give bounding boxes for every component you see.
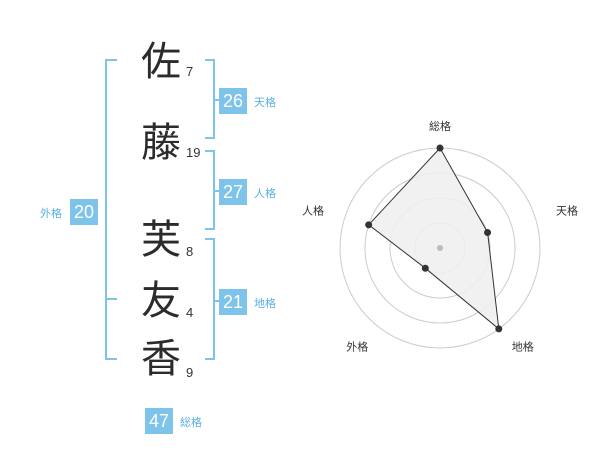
radar-point-1 (436, 144, 444, 152)
stroke-count-2: 19 (186, 145, 201, 160)
gaikaku-bracket-vertical (105, 59, 107, 360)
stroke-count-3: 8 (186, 244, 194, 259)
radar-axis-label-1: 総格 (429, 119, 451, 133)
tenkaku-bracket-bottom (205, 137, 215, 139)
stroke-count-5: 9 (186, 365, 194, 380)
stroke-count-1: 7 (186, 64, 194, 79)
radar-axis-label-3: 地格 (512, 340, 534, 354)
radar-data-polygon (367, 147, 500, 331)
chikaku-label: 地格 (254, 297, 276, 310)
tenkaku-bracket-top (205, 59, 215, 61)
tenkaku-label: 天格 (254, 96, 276, 109)
name-char-1: 佐 (141, 39, 181, 85)
gaikaku-value: 20 (70, 199, 99, 225)
chikaku-bracket-bottom (205, 358, 215, 360)
radar-point-4 (421, 264, 429, 272)
chikaku-bracket-top (205, 238, 215, 240)
soukaku-value: 47 (145, 408, 174, 434)
name-char-4: 友 (141, 278, 181, 324)
jinkaku-connector (215, 190, 221, 192)
gaikaku-bracket-mid (105, 298, 117, 300)
radar-point-3 (495, 325, 503, 333)
name-char-5: 香 (141, 336, 181, 382)
chikaku-bracket-vertical (213, 238, 215, 360)
chikaku-connector (215, 300, 221, 302)
chikaku-value: 21 (219, 289, 248, 315)
stroke-count-4: 4 (186, 305, 194, 320)
radar-point-5 (365, 221, 373, 229)
jinkaku-bracket-bottom (205, 228, 215, 230)
jinkaku-label: 人格 (254, 187, 276, 200)
radar-axis-label-2: 天格 (556, 203, 578, 217)
soukaku-label: 総格 (180, 416, 202, 429)
radar-axis-label-4: 外格 (346, 340, 368, 354)
name-char-2: 藤 (141, 120, 181, 166)
gaikaku-bracket-top (105, 59, 117, 61)
tenkaku-value: 26 (219, 88, 248, 114)
gaikaku-label: 外格 (40, 207, 62, 220)
radar-axis-label-5: 人格 (302, 203, 324, 217)
jinkaku-bracket-top (205, 150, 215, 152)
gaikaku-bracket-bottom (105, 358, 117, 360)
jinkaku-value: 27 (219, 179, 248, 205)
radar-point-2 (484, 229, 492, 237)
tenkaku-bracket-vertical (213, 59, 215, 139)
radar-center-dot (437, 245, 443, 251)
tenkaku-connector (215, 99, 221, 101)
jinkaku-bracket-vertical (213, 150, 215, 230)
name-char-3: 芙 (141, 217, 181, 263)
